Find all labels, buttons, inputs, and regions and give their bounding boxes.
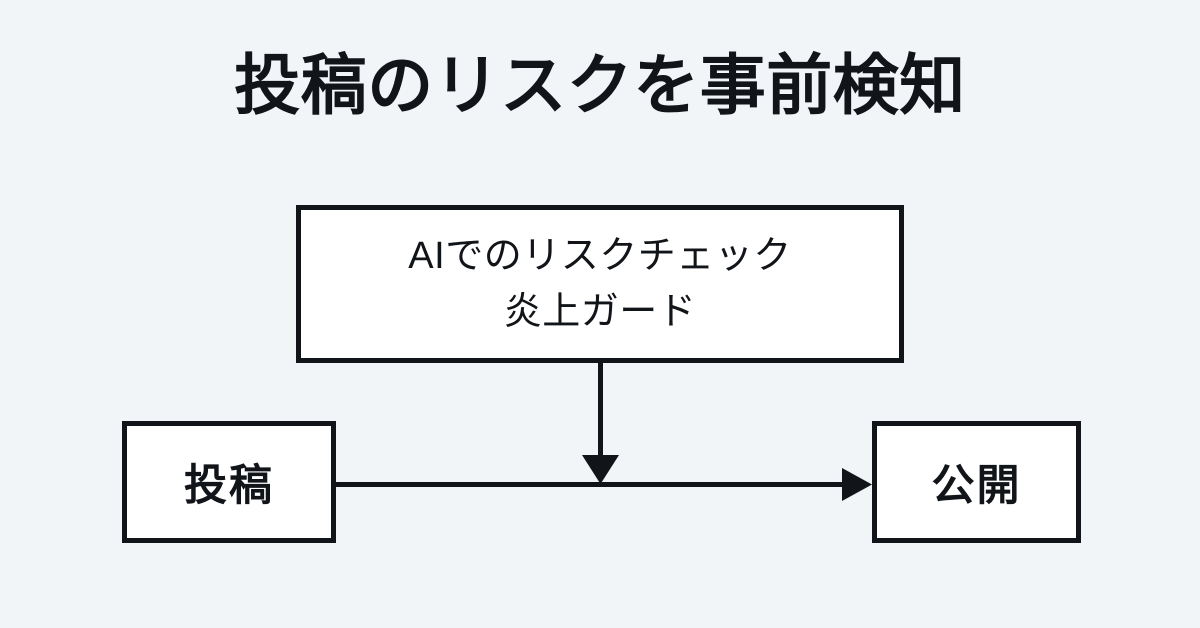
node-ai-check-label-line1: AIでのリスクチェック: [408, 234, 792, 277]
node-ai-check-label: AIでのリスクチェック 炎上ガード: [408, 228, 791, 340]
node-publish: 公開: [872, 421, 1081, 543]
page-title: 投稿のリスクを事前検知: [234, 48, 966, 122]
edge-ai-check-to-flow-arrowhead: [582, 455, 619, 484]
node-ai-check-label-line2: 炎上ガード: [503, 291, 697, 333]
node-post-label: 投稿: [184, 462, 274, 510]
node-ai-check: AIでのリスクチェック 炎上ガード: [296, 205, 904, 363]
edge-post-to-publish-arrowhead: [842, 468, 872, 501]
node-publish-label: 公開: [931, 462, 1022, 510]
node-post: 投稿: [122, 421, 336, 543]
